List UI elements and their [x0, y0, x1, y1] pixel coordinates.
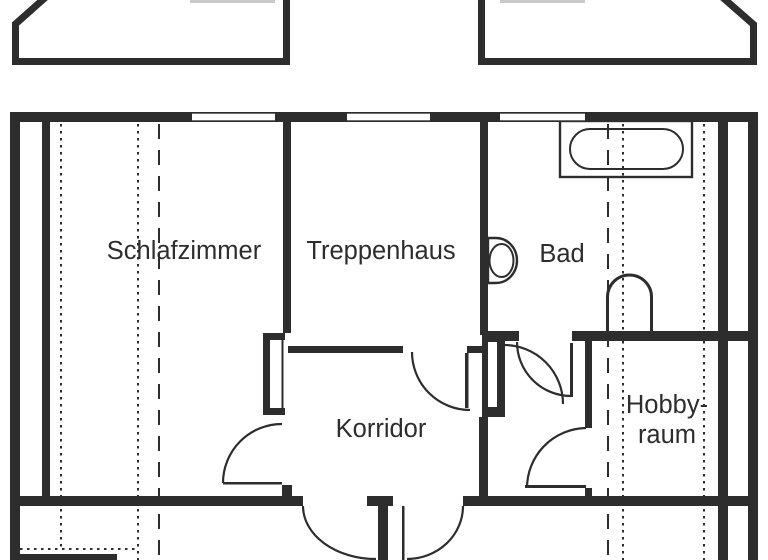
wall-treppenhaus-east — [480, 122, 488, 335]
room-label-bad: Bad — [539, 240, 584, 268]
wall-bottom-right — [463, 496, 758, 506]
room-label-korridor: Korridor — [336, 415, 427, 443]
door-leaf-entrance — [378, 506, 388, 560]
wall-outer-right — [748, 112, 758, 560]
window-opening-schlafzimmer — [192, 112, 275, 122]
window-opening-bad — [500, 112, 585, 122]
door-swing-arc — [515, 341, 572, 398]
room-label-treppenhaus: Treppenhaus — [306, 237, 455, 265]
wall-korridor-north-left — [288, 346, 403, 353]
roof-reference-lines — [20, 124, 705, 560]
door-schlafzimmer — [221, 333, 285, 485]
doors — [221, 273, 653, 560]
door-swing-arc — [406, 505, 465, 560]
wall-outer-left — [10, 112, 20, 560]
toilet-icon — [486, 236, 519, 285]
windows — [192, 112, 585, 122]
dormer-faint-top-lines — [190, 0, 585, 3]
wall-fragment-bottom-edge — [20, 554, 117, 560]
dormers — [12, 0, 757, 65]
wall-korridor-north-right — [467, 346, 483, 353]
door-swing-arc — [410, 351, 471, 412]
wall-bad-south-right — [572, 331, 748, 341]
window-opening-treppenhaus — [347, 112, 430, 122]
door-swing-arc — [525, 426, 587, 489]
door-treppenhaus — [410, 351, 471, 412]
room-labels: Schlafzimmer Treppenhaus Bad Korridor Ho… — [107, 237, 708, 449]
wall-bottom-post — [367, 496, 393, 506]
wall-inner-left — [42, 122, 50, 496]
bathtub-icon — [558, 119, 694, 179]
wall-korridor-east-lower — [479, 417, 488, 496]
room-label-hobbyraum-line1: Hobby- — [626, 391, 708, 419]
wall-schlafzimmer-east — [283, 122, 291, 333]
dormer-left — [12, 0, 290, 65]
room-label-schlafzimmer: Schlafzimmer — [107, 237, 262, 265]
door-korridor-east — [482, 335, 565, 417]
washbasin-icon — [606, 273, 653, 331]
wall-stub-schlafzimmer — [282, 485, 292, 496]
dormer-right — [478, 0, 757, 65]
door-bad — [515, 341, 573, 398]
door-swing-arc — [221, 422, 283, 484]
wall-hobbyraum-west — [585, 341, 592, 428]
room-label-hobbyraum-line2: raum — [638, 421, 696, 449]
wall-bottom-left — [10, 496, 303, 506]
door-swing-arc — [301, 505, 377, 560]
walls — [10, 112, 758, 560]
door-swing-arc — [503, 343, 565, 405]
door-entrance — [301, 505, 465, 560]
door-hobbyraum — [525, 426, 587, 489]
